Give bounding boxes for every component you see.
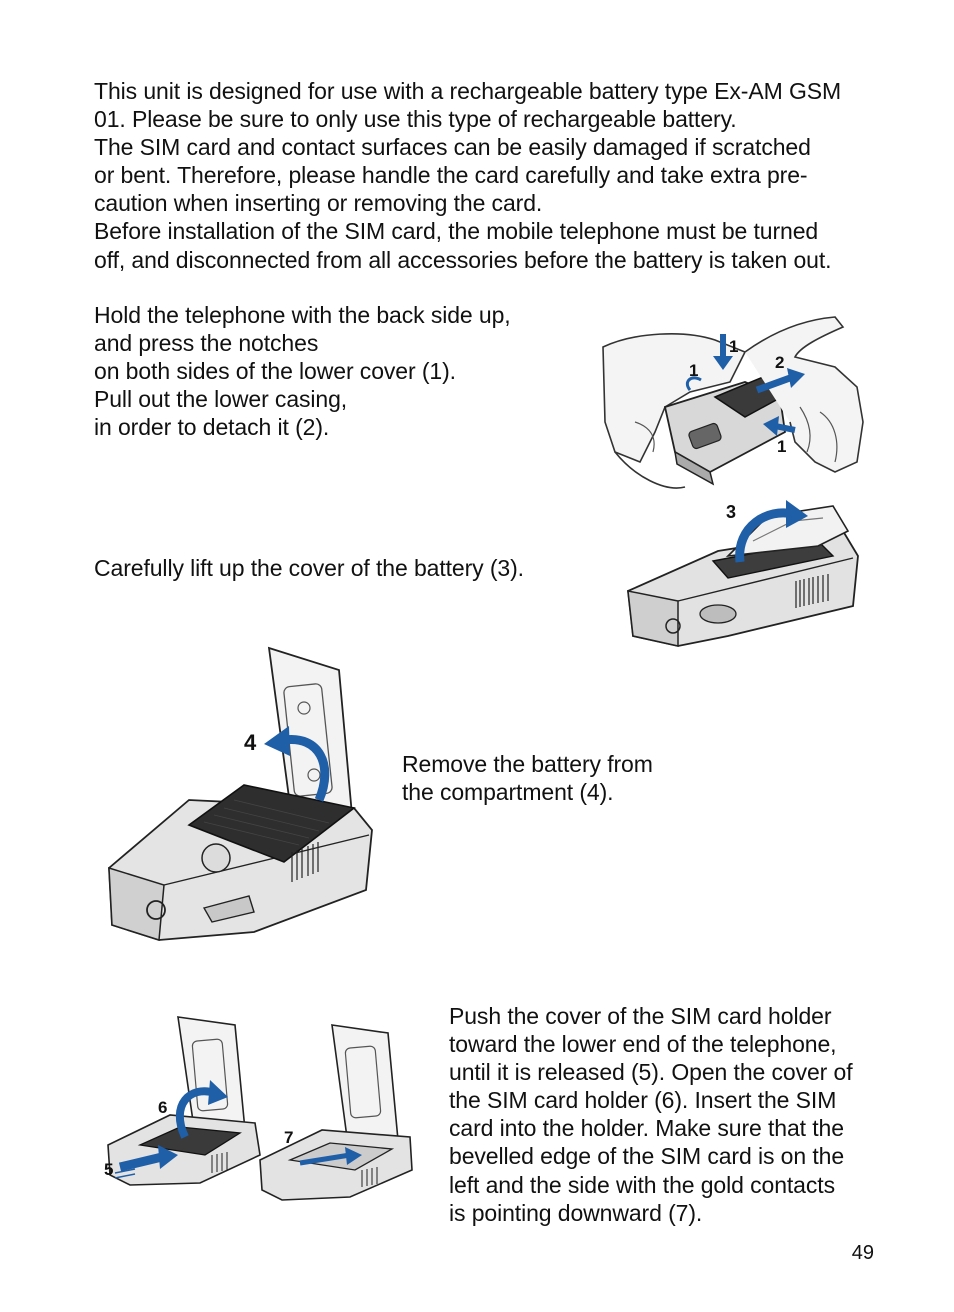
figure-detach-lower-cover: 1 2 1 1 xyxy=(602,316,864,489)
figure-lift-battery-cover: 3 xyxy=(627,500,859,647)
step-line: card into the holder. Make sure that the xyxy=(449,1115,844,1142)
figure-label: 6 xyxy=(158,1098,167,1117)
step-remove-lower-cover-text: Hold the telephone with the back side up… xyxy=(94,301,511,441)
figure-label: 7 xyxy=(284,1128,293,1147)
step-line: Hold the telephone with the back side up… xyxy=(94,302,511,328)
intro-paragraph: This unit is designed for use with a rec… xyxy=(94,77,841,274)
step-lift-battery-cover-text: Carefully lift up the cover of the batte… xyxy=(94,554,524,582)
intro-line: 01. Please be sure to only use this type… xyxy=(94,106,737,133)
step-line: Remove the battery from xyxy=(402,751,653,777)
figure-label: 5 xyxy=(104,1160,113,1179)
step-line: the compartment (4). xyxy=(402,779,614,806)
step-line: left and the side with the gold contacts xyxy=(449,1171,835,1198)
step-line: on both sides of the lower cover (1). xyxy=(94,358,456,385)
intro-line: This unit is designed for use with a rec… xyxy=(94,78,842,104)
figure-label: 1 xyxy=(689,361,698,380)
step-insert-sim-text: Push the cover of the SIM card holder to… xyxy=(449,1002,853,1227)
intro-line: The SIM card and contact surfaces can be… xyxy=(94,134,811,161)
step-line: bevelled edge of the SIM card is on the xyxy=(449,1143,845,1170)
figure-sim-card-holder: 6 5 7 xyxy=(104,1016,413,1201)
step-line: Pull out the lower casing, xyxy=(94,386,348,413)
figure-label: 3 xyxy=(726,502,736,522)
figure-remove-battery: 4 xyxy=(108,646,373,941)
figure-label: 2 xyxy=(775,353,784,372)
intro-line: or bent. Therefore, please handle the ca… xyxy=(94,162,808,189)
step-line: Carefully lift up the cover of the batte… xyxy=(94,555,524,581)
step-line: the SIM card holder (6). Insert the SIM xyxy=(449,1087,837,1114)
figure-label: 1 xyxy=(729,337,738,356)
intro-line: off, and disconnected from all accessori… xyxy=(94,246,832,273)
step-line: is pointing downward (7). xyxy=(449,1199,703,1226)
step-line: and press the notches xyxy=(94,330,319,357)
intro-line: Before installation of the SIM card, the… xyxy=(94,218,819,245)
figure-label: 1 xyxy=(777,437,786,456)
step-line: until it is released (5). Open the cover… xyxy=(449,1059,853,1086)
step-line: in order to detach it (2). xyxy=(94,414,330,441)
step-line: toward the lower end of the telephone, xyxy=(449,1031,837,1058)
figure-label: 4 xyxy=(244,730,257,755)
page-number: 49 xyxy=(851,1242,874,1264)
intro-line: caution when inserting or removing the c… xyxy=(94,190,543,217)
step-remove-battery-text: Remove the battery from the compartment … xyxy=(402,750,653,806)
step-line: Push the cover of the SIM card holder xyxy=(449,1003,832,1029)
